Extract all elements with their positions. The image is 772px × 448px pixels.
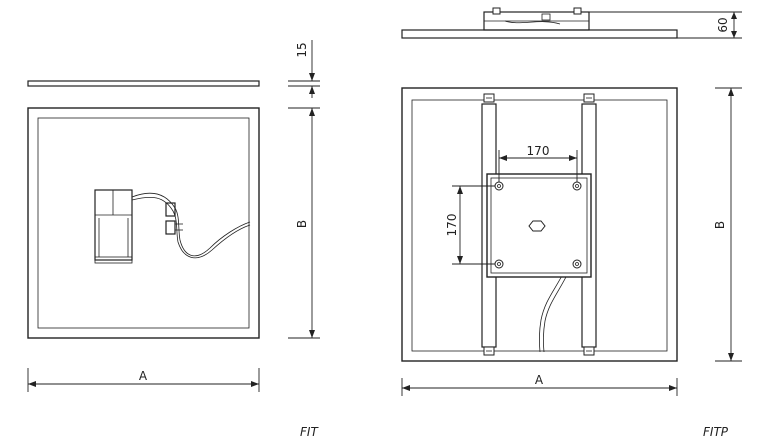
- fitp-width-dimension: A: [401, 373, 678, 396]
- fit-thickness-dimension: 15: [288, 40, 320, 98]
- fitp-side-profile: [401, 7, 678, 39]
- fit-driver-box: [94, 189, 133, 264]
- fitp-depth-dimension: 60: [589, 11, 742, 39]
- fit-connector: [165, 202, 183, 235]
- fit-height-dimension: B: [288, 107, 320, 339]
- fitp-hole-spacing-vertical: 170: [445, 185, 495, 265]
- fitp-screw-hole: [494, 181, 504, 191]
- fitp-hole-spacing-h-label: 170: [527, 144, 550, 158]
- fitp-mounting-plate: [486, 173, 592, 278]
- fitp-center-hole: [528, 220, 546, 232]
- fit-side-profile: [27, 80, 260, 87]
- fitp-hole-spacing-v-label: 170: [445, 214, 459, 237]
- fitp-drawing: 60: [401, 7, 742, 439]
- fit-panel-inner: [37, 117, 250, 329]
- fit-width-label: A: [139, 369, 148, 383]
- fitp-height-dimension: B: [713, 87, 742, 362]
- fit-drawing: 15 B: [27, 40, 320, 439]
- fit-panel-frame: [27, 107, 260, 339]
- fitp-hole-spacing-horizontal: 170: [498, 144, 578, 182]
- fit-thickness-label: 15: [295, 42, 309, 57]
- fitp-height-label: B: [713, 221, 727, 229]
- fit-width-dimension: A: [27, 368, 260, 392]
- fitp-screw-hole: [494, 259, 504, 269]
- fitp-width-label: A: [535, 373, 544, 387]
- fit-height-label: B: [295, 220, 309, 228]
- fitp-screw-hole: [572, 181, 582, 191]
- fitp-cable: [538, 269, 566, 353]
- fitp-screw-hole: [572, 259, 582, 269]
- fit-caption: FIT: [300, 425, 319, 439]
- fit-cable: [131, 192, 251, 257]
- fitp-depth-label: 60: [716, 17, 730, 32]
- fitp-caption: FITP: [703, 425, 729, 439]
- fitp-panel-inner: [411, 99, 668, 352]
